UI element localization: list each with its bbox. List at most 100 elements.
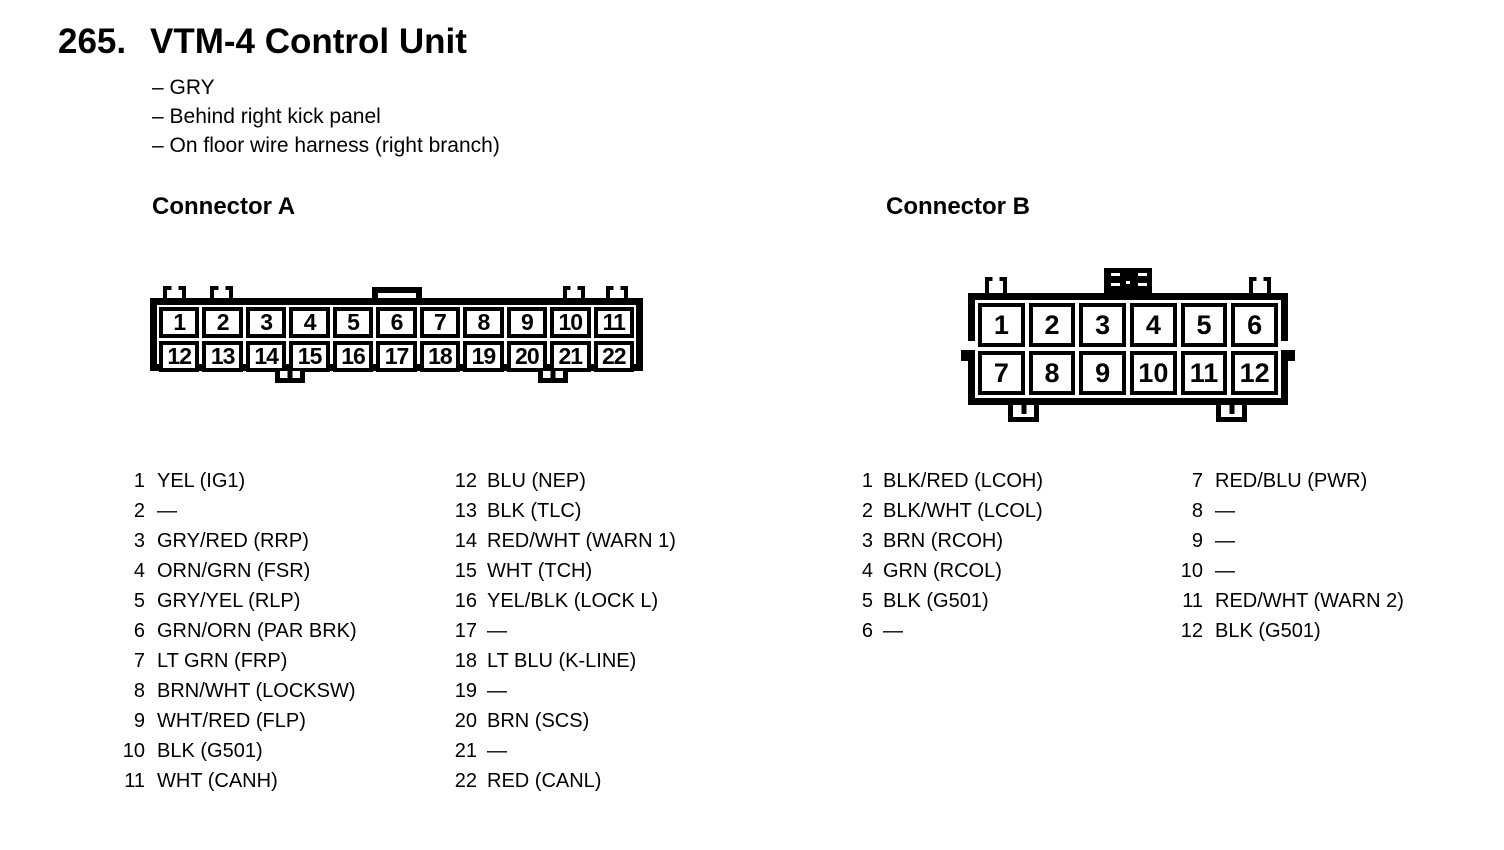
pin-wire-label: RED (CANL) (487, 769, 602, 792)
pin-wire-label: LT GRN (FRP) (157, 649, 288, 672)
pin-wire-label: BRN (RCOH) (883, 529, 1003, 552)
connector-cavity-5: 5 (332, 307, 374, 338)
pin-wire-label: — (1215, 559, 1235, 582)
note-connector-color: – GRY (152, 76, 215, 99)
pin-number: 6 (133, 619, 145, 642)
pin-number: 4 (133, 559, 145, 582)
pin-number: 14 (454, 529, 477, 552)
pin-row: 6— (845, 616, 1043, 646)
pin-number: 15 (454, 559, 477, 582)
connector-cavity-22: 22 (593, 341, 634, 372)
connector-b-index-tab-left (985, 277, 1007, 293)
note-harness: – On floor wire harness (right branch) (152, 134, 500, 157)
section-title: VTM-4 Control Unit (150, 22, 467, 61)
pin-number: 1 (861, 469, 873, 492)
pin-number: 11 (1182, 589, 1203, 612)
pin-wire-label: — (1215, 499, 1235, 522)
pin-wire-label: RED/WHT (WARN 1) (487, 529, 676, 552)
pin-wire-label: YEL/BLK (LOCK L) (487, 589, 659, 612)
pin-number: 6 (861, 619, 873, 642)
pin-number: 5 (861, 589, 873, 612)
connector-b-mount-foot-right (1216, 405, 1247, 422)
pin-row: 3 GRY/RED (RRP) (117, 526, 357, 556)
pin-wire-label: LT BLU (K-LINE) (487, 649, 637, 672)
pin-wire-label: — (487, 739, 507, 762)
connector-cavity-16: 16 (332, 341, 374, 372)
pin-number: 13 (454, 499, 477, 522)
pin-number: 3 (861, 529, 873, 552)
connector-a-mount-foot-right (538, 371, 568, 383)
pin-number: 20 (454, 709, 477, 732)
connector-cavity-12: 12 (159, 341, 200, 372)
connector-cavity-11: 11 (593, 307, 634, 338)
connector-b-heading: Connector B (886, 193, 1030, 220)
pin-wire-label: — (883, 619, 903, 642)
pin-wire-label: — (1215, 529, 1235, 552)
connector-cavity-3: 3 (245, 307, 287, 338)
pin-wire-label: — (157, 499, 177, 522)
connector-cavity-10: 10 (1130, 351, 1177, 395)
connector-cavity-2: 2 (1028, 303, 1076, 347)
pin-wire-label: ORN/GRN (FSR) (157, 559, 311, 582)
connector-b-mount-foot-left (1008, 405, 1039, 422)
pin-wire-label: BLK (TLC) (487, 499, 582, 522)
connector-cavity-9: 9 (506, 307, 548, 338)
connector-cavity-5: 5 (1180, 303, 1228, 347)
pin-number: 7 (1191, 469, 1203, 492)
pin-row: 21 — (449, 736, 676, 766)
pin-number: 19 (454, 679, 477, 702)
pin-number: 10 (122, 739, 145, 762)
connector-cavity-19: 19 (463, 341, 504, 372)
pin-number: 18 (454, 649, 477, 672)
pin-wire-label: GRY/YEL (RLP) (157, 589, 301, 612)
pin-wire-label: GRY/RED (RRP) (157, 529, 309, 552)
pin-number: 3 (133, 529, 145, 552)
pin-number: 17 (454, 619, 477, 642)
pin-number: 21 (454, 739, 477, 762)
connector-cavity-4: 4 (289, 307, 330, 338)
pin-row: 18 LT BLU (K-LINE) (449, 646, 676, 676)
pin-row: 9— (1175, 526, 1404, 556)
pin-number: 1 (133, 469, 145, 492)
connector-cavity-6: 6 (1231, 303, 1278, 347)
pin-number: 11 (124, 769, 145, 792)
connector-cavity-11: 11 (1180, 351, 1228, 395)
pin-wire-label: RED/WHT (WARN 2) (1215, 589, 1404, 612)
pin-row: 17— (449, 616, 676, 646)
pin-row: 5 GRY/YEL (RLP) (117, 586, 357, 616)
pin-row: 2— (117, 496, 357, 526)
connector-b-side-notch-left (966, 341, 975, 350)
pin-wire-label: BLU (NEP) (487, 469, 586, 492)
pin-wire-label: BRN/WHT (LOCKSW) (157, 679, 356, 702)
pin-number: 5 (133, 589, 145, 612)
pin-row: 14 RED/WHT (WARN 1) (449, 526, 676, 556)
pin-wire-label: BLK (G501) (1215, 619, 1321, 642)
pin-number: 2 (133, 499, 145, 522)
connector-a-mount-foot-left (275, 371, 305, 383)
connector-cavity-1: 1 (159, 307, 200, 338)
connector-cavity-18: 18 (419, 341, 461, 372)
connector-cavity-3: 3 (1079, 303, 1126, 347)
connector-cavity-12: 12 (1231, 351, 1278, 395)
pin-number: 9 (1191, 529, 1203, 552)
pin-row: 11 RED/WHT (WARN 2) (1175, 586, 1404, 616)
connector-b-side-notch-right (1281, 341, 1290, 350)
section-number: 265. (58, 22, 127, 61)
connector-cavity-7: 7 (419, 307, 461, 338)
